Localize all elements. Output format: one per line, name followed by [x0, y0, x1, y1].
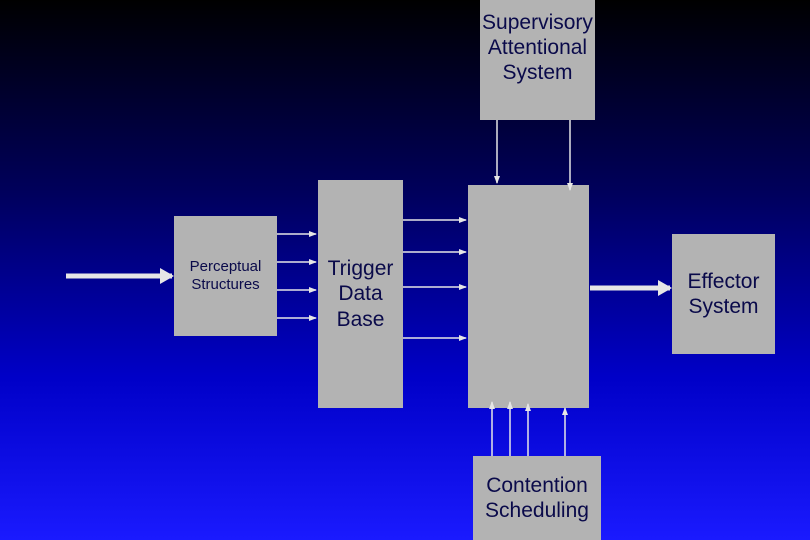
contention-scheduling-box: Contention Scheduling [473, 456, 601, 540]
perceptual-structures-label: Perceptual Structures [189, 258, 262, 293]
perceptual-structures-box: Perceptual Structures [174, 216, 277, 336]
contention-scheduling-label: Contention Scheduling [485, 473, 589, 522]
supervisory-attentional-system-box: Supervisory Attentional System [480, 0, 595, 120]
trigger-data-base-box: Trigger Data Base [318, 180, 403, 408]
effector-system-label: Effector System [687, 269, 760, 318]
effector-system-box: Effector System [672, 234, 775, 354]
supervisory-attentional-system-label: Supervisory Attentional System [482, 11, 593, 85]
contention-box [468, 185, 589, 408]
trigger-data-base-label: Trigger Data Base [327, 257, 394, 331]
